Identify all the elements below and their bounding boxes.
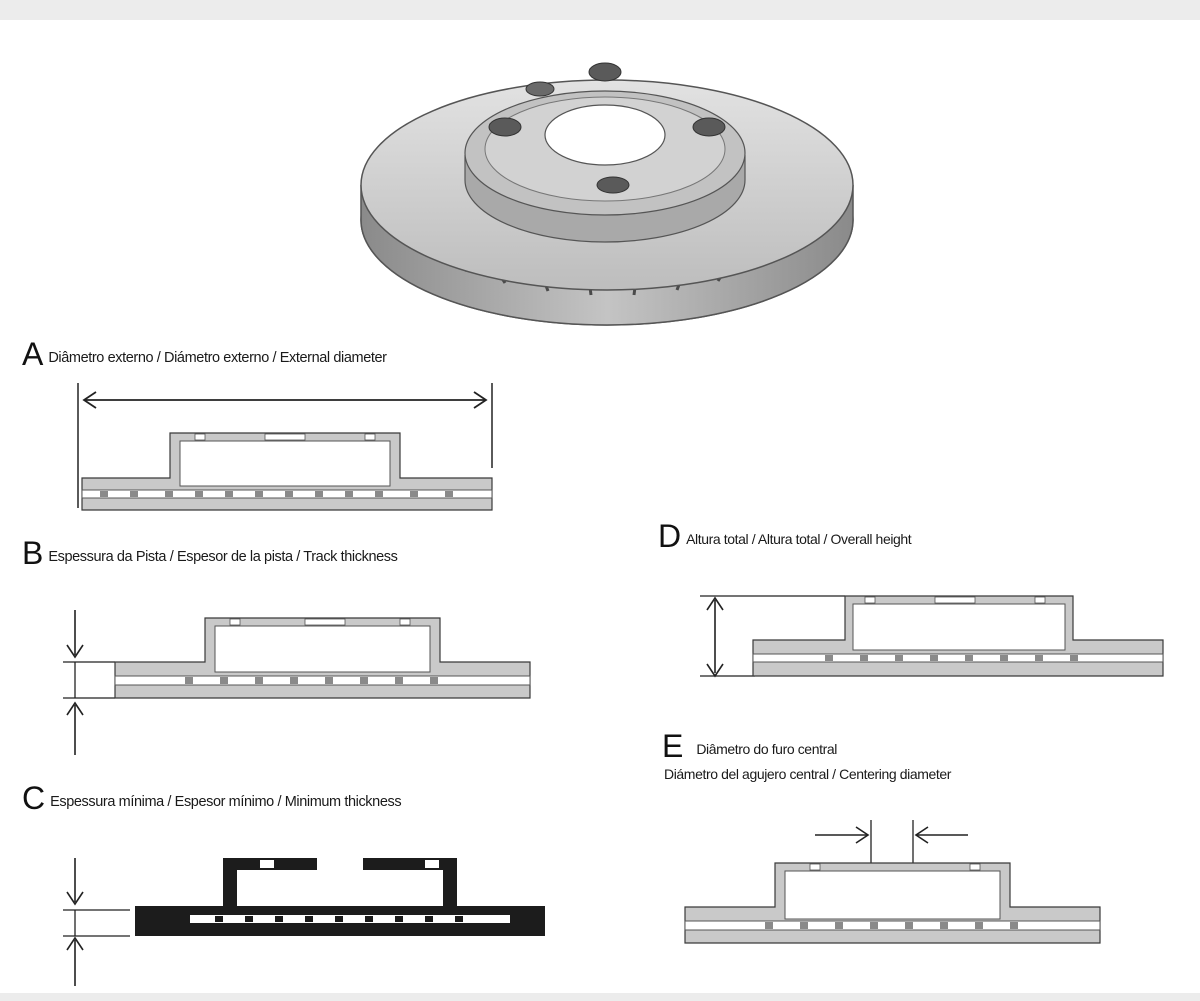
caption-d-text: Altura total / Altura total / Overall he… xyxy=(686,531,912,547)
caption-d-letter: D xyxy=(658,518,681,554)
diagram-b-track-thickness xyxy=(63,610,531,755)
brake-disc-illustration xyxy=(360,62,854,326)
top-frame-strip xyxy=(0,0,1200,20)
caption-b-letter: B xyxy=(22,535,43,571)
caption-c-letter: C xyxy=(22,780,45,816)
caption-d: D Altura total / Altura total / Overall h… xyxy=(658,518,912,555)
caption-a-text: Diâmetro externo / Diámetro externo / Ex… xyxy=(48,350,387,366)
diagram-c-minimum-thickness xyxy=(63,858,545,986)
diagram-d-overall-height xyxy=(700,595,1164,678)
caption-e-text-line1: Diâmetro do furo central xyxy=(696,741,837,757)
caption-a-letter: A xyxy=(22,336,43,372)
bottom-frame-strip xyxy=(0,993,1200,1001)
caption-e-line2: Diámetro del agujero central / Centering… xyxy=(664,766,951,784)
caption-e: E Diâmetro do furo central xyxy=(662,728,837,765)
caption-c-text: Espessura mínima / Espesor mínimo / Mini… xyxy=(50,794,402,810)
diagram-e-centering-diameter xyxy=(684,820,1101,944)
caption-a: A Diâmetro externo / Diámetro externo / E… xyxy=(22,336,387,373)
caption-c: C Espessura mínima / Espesor mínimo / Min… xyxy=(22,780,402,817)
caption-b-text: Espessura da Pista / Espesor de la pista… xyxy=(48,549,398,565)
diagram-a-external-diameter xyxy=(77,383,493,511)
caption-b: B Espessura da Pista / Espesor de la pist… xyxy=(22,535,398,572)
caption-e-text-line2: Diámetro del agujero central / Centering… xyxy=(664,766,951,782)
caption-e-letter: E xyxy=(662,728,683,764)
